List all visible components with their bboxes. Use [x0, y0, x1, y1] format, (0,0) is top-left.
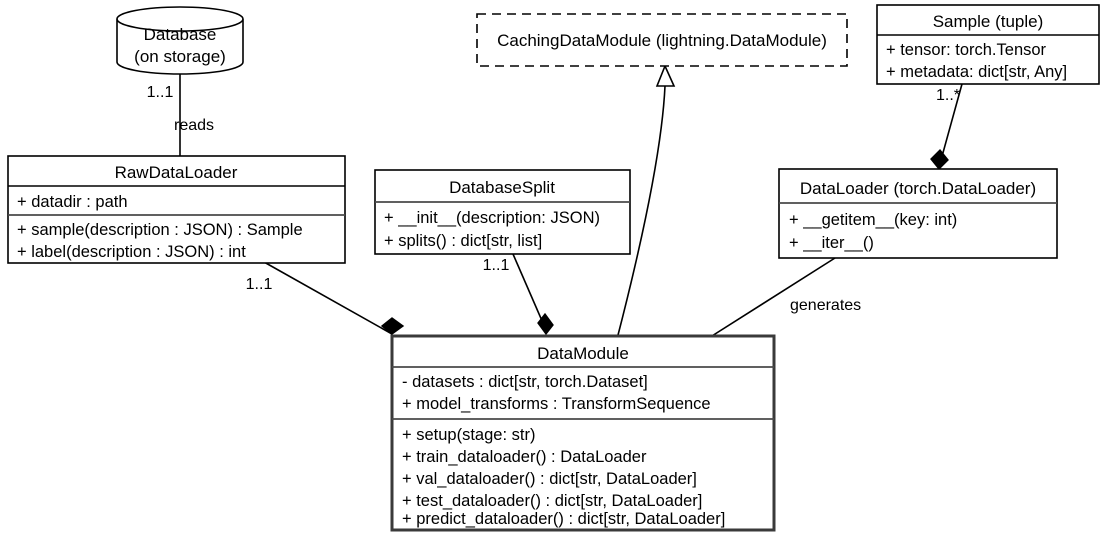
database-split-method-1: + splits() : dict[str, list]: [384, 232, 542, 250]
edge-rawdataloader-composition-datamodule: 1..1: [246, 261, 405, 335]
node-database-split[interactable]: DatabaseSplit + __init__(description: JS…: [374, 169, 631, 255]
data-module-method-1: + train_dataloader() : DataLoader: [402, 448, 647, 466]
edge-database-reads-rawdataloader: 1..1 reads: [147, 72, 214, 156]
edge-datamodule-generates-dataloader: generates: [703, 257, 861, 342]
raw-data-loader-attribute-0: + datadir : path: [17, 193, 128, 211]
edge-multiplicity-databasesplit: 1..1: [483, 257, 510, 274]
caching-data-module-title: CachingDataModule (lightning.DataModule): [497, 31, 827, 50]
node-data-module[interactable]: DataModule - datasets : dict[str, torch.…: [390, 334, 776, 532]
database-split-title: DatabaseSplit: [449, 178, 555, 197]
node-database[interactable]: Database (on storage): [116, 6, 244, 75]
sample-attribute-1: + metadata: dict[str, Any]: [886, 63, 1067, 81]
data-module-method-2: + val_dataloader() : dict[str, DataLoade…: [402, 470, 697, 488]
data-module-box: [390, 334, 776, 532]
composition-diamond-sample: [930, 148, 949, 171]
data-module-title: DataModule: [537, 344, 629, 363]
data-module-method-0: + setup(stage: str): [402, 426, 535, 444]
node-caching-data-module[interactable]: CachingDataModule (lightning.DataModule): [476, 13, 848, 67]
composition-diamond-rawdataloader: [380, 317, 405, 335]
edge-datamodule-generalization-cachingdatamodule: [616, 63, 676, 340]
sample-box: [876, 4, 1100, 85]
edge-multiplicity-database: 1..1: [147, 84, 174, 101]
generalization-triangle: [655, 63, 676, 87]
data-loader-box: [778, 168, 1058, 259]
edge-multiplicity-sample: 1..*: [936, 87, 960, 104]
composition-diamond-databasesplit: [537, 312, 554, 336]
raw-data-loader-title: RawDataLoader: [115, 163, 238, 182]
caching-data-module-box: [476, 13, 848, 67]
database-split-box: [374, 169, 631, 255]
data-loader-method-1: + __iter__(): [789, 234, 874, 252]
database-label-line2: (on storage): [134, 47, 226, 66]
raw-data-loader-method-1: + label(description : JSON) : int: [17, 243, 246, 261]
data-loader-method-0: + __getitem__(key: int): [789, 211, 957, 229]
sample-title: Sample (tuple): [933, 12, 1044, 31]
data-module-method-3: + test_dataloader() : dict[str, DataLoad…: [402, 492, 702, 510]
raw-data-loader-method-0: + sample(description : JSON) : Sample: [17, 221, 303, 239]
sample-attribute-0: + tensor: torch.Tensor: [886, 41, 1047, 59]
node-raw-data-loader[interactable]: RawDataLoader + datadir : path + sample(…: [7, 155, 346, 264]
data-module-attribute-0: - datasets : dict[str, torch.Dataset]: [402, 373, 648, 391]
edge-label-reads: reads: [174, 117, 214, 134]
edge-sample-composition-dataloader: 1..*: [930, 83, 963, 171]
database-label-line1: Database: [144, 25, 217, 44]
data-module-method-4: + predict_dataloader() : dict[str, DataL…: [402, 510, 725, 528]
edge-multiplicity-rawdataloader: 1..1: [246, 276, 273, 293]
edge-label-generates: generates: [790, 297, 861, 314]
database-cylinder-top: [116, 6, 244, 32]
database-cylinder-body: [116, 19, 244, 75]
database-split-method-0: + __init__(description: JSON): [384, 209, 600, 227]
node-sample[interactable]: Sample (tuple) + tensor: torch.Tensor + …: [876, 4, 1100, 85]
edge-databasesplit-composition-datamodule: 1..1: [483, 253, 554, 336]
data-loader-title: DataLoader (torch.DataLoader): [800, 179, 1036, 198]
raw-data-loader-box: [7, 155, 346, 264]
data-module-attribute-1: + model_transforms : TransformSequence: [402, 395, 711, 413]
node-data-loader[interactable]: DataLoader (torch.DataLoader) + __getite…: [778, 168, 1058, 259]
